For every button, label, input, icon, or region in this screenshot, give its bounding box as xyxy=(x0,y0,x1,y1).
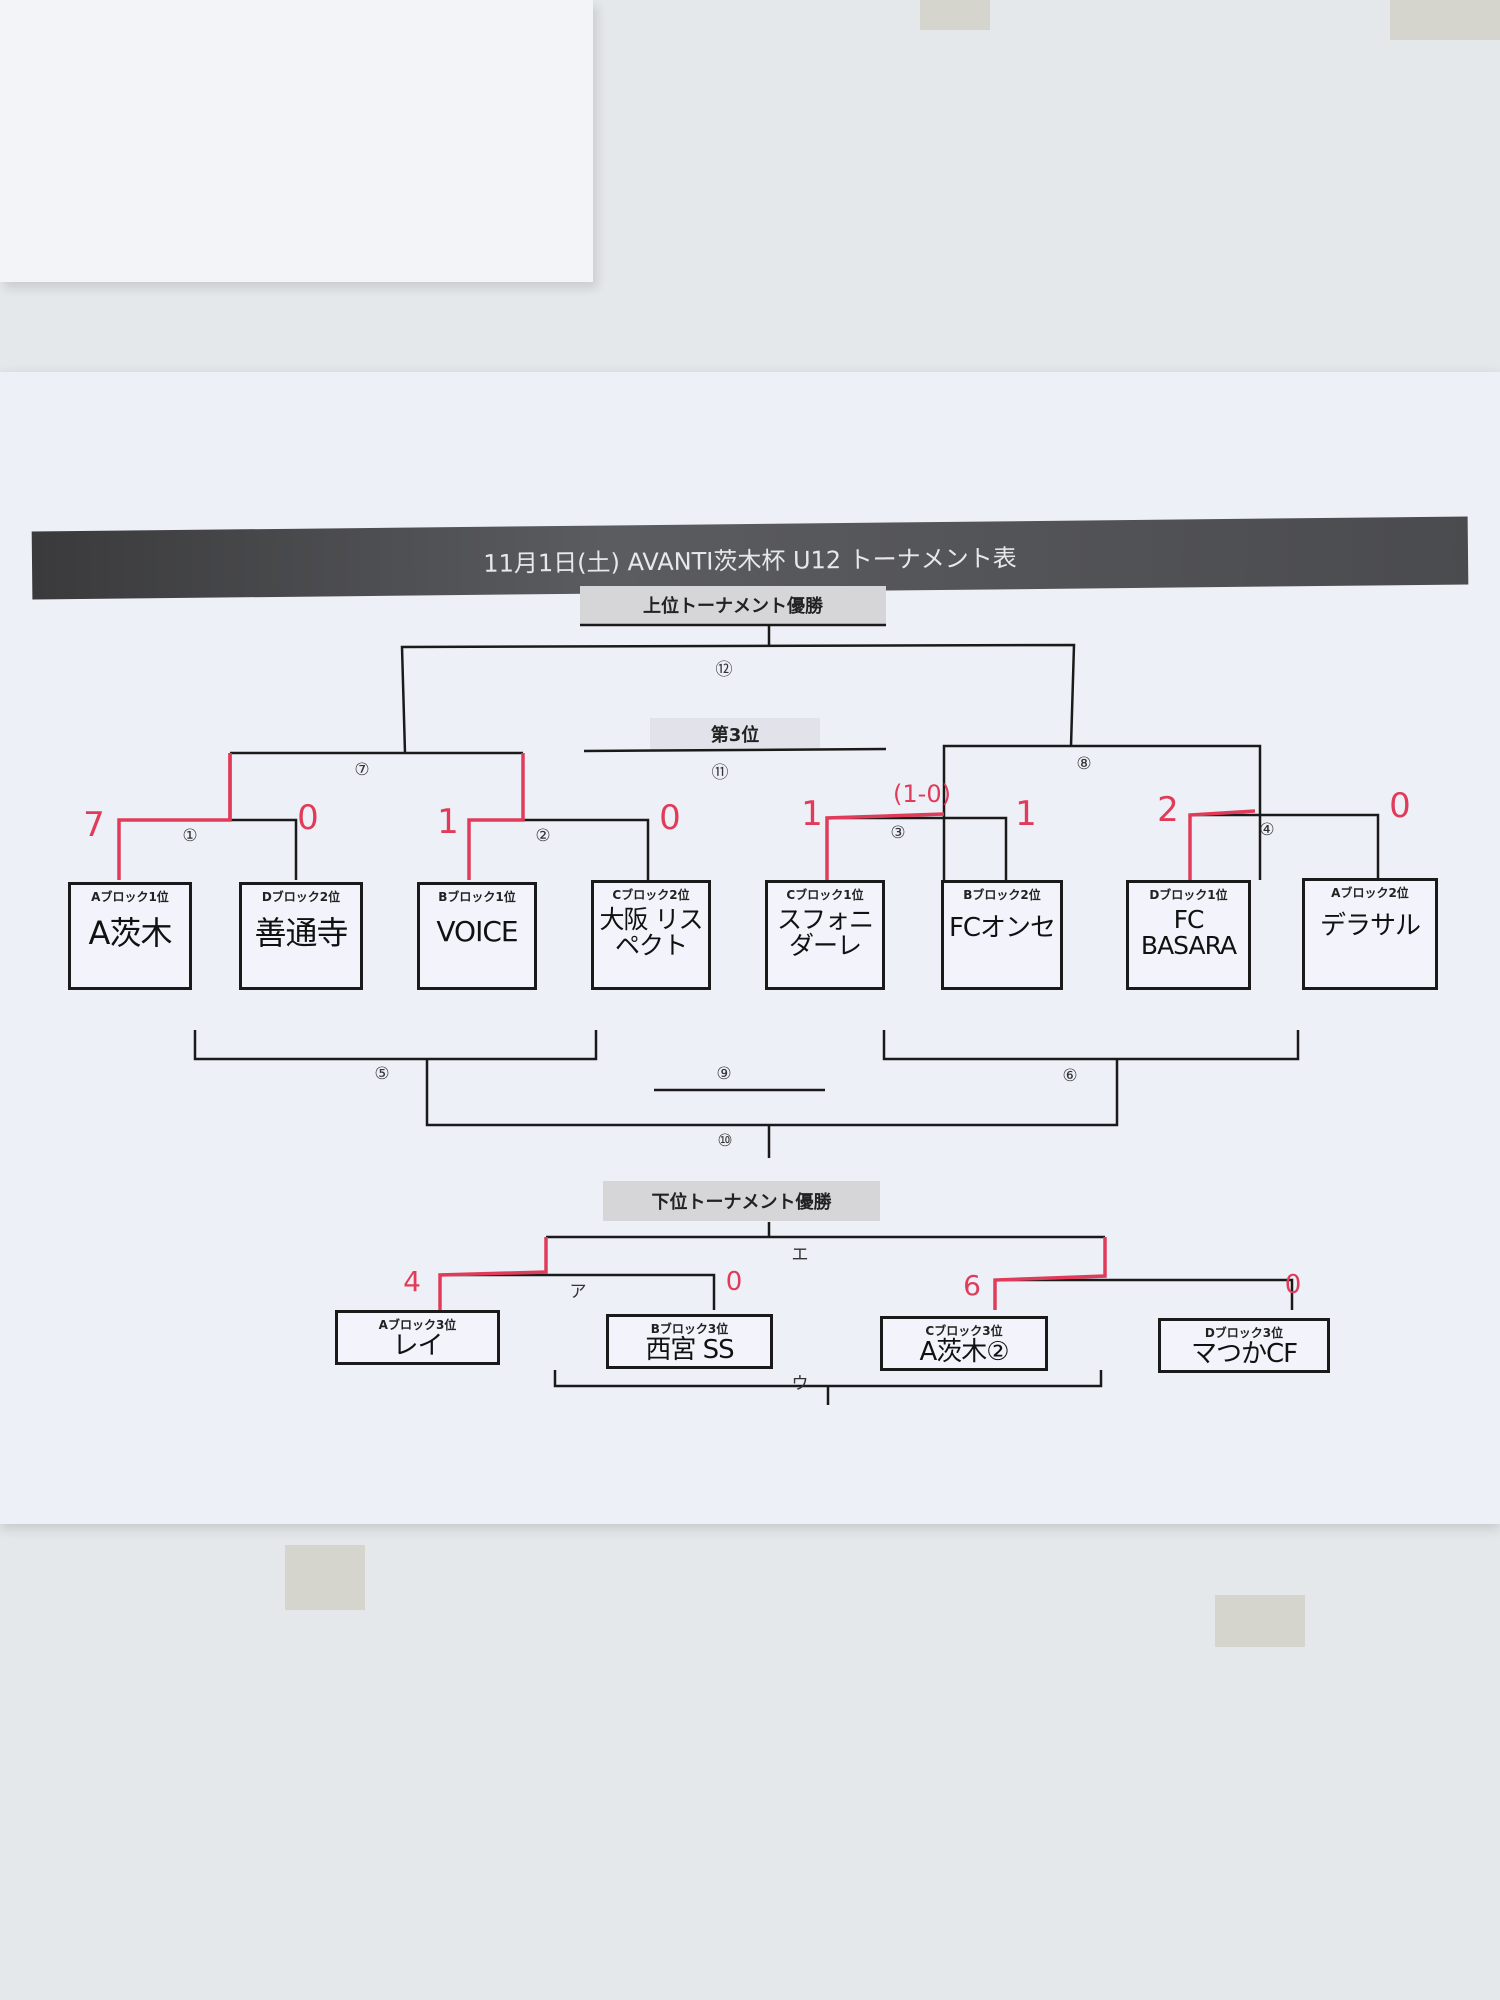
score: 2 xyxy=(1157,790,1179,830)
match-number: ⑧ xyxy=(1076,754,1092,774)
block-rank: Aブロック1位 xyxy=(91,890,169,904)
team-name: A茨木② xyxy=(919,1337,1009,1367)
score: 6 xyxy=(963,1269,981,1302)
team-name: FC BASARA xyxy=(1140,905,1237,961)
team-box: Bブロック1位 VOICE xyxy=(417,882,537,990)
team-box: Dブロック3位マつかCF xyxy=(1158,1318,1330,1373)
team-name: スフォニ ダーレ xyxy=(776,905,874,961)
block-rank: Cブロック1位 xyxy=(786,888,864,902)
pk-score: (1-0) xyxy=(893,780,951,808)
team-name: 西宮 SS xyxy=(645,1335,734,1365)
lower-winner-label: 下位トーナメント優勝 xyxy=(603,1181,880,1221)
team-name: レイ xyxy=(392,1331,443,1361)
team-box: Dブロック1位 FC BASARA xyxy=(1126,880,1251,990)
winner-path xyxy=(117,753,1256,1310)
block-rank: Cブロック3位 xyxy=(925,1324,1003,1338)
block-rank: Bブロック1位 xyxy=(438,890,516,904)
background-sheet xyxy=(0,0,593,282)
score: 7 xyxy=(83,805,105,845)
match-number: ③ xyxy=(890,823,906,843)
team-name: 善通寺 xyxy=(254,914,348,952)
match-number: ④ xyxy=(1259,820,1275,840)
score: 0 xyxy=(1284,1270,1302,1300)
upper-winner-label: 上位トーナメント優勝 xyxy=(580,586,886,624)
third-place-label: 第3位 xyxy=(650,718,820,750)
score: 0 xyxy=(659,798,681,838)
match-number: ⑩ xyxy=(717,1131,733,1151)
score: 0 xyxy=(1389,786,1411,826)
tape xyxy=(1215,1595,1305,1647)
team-name: VOICE xyxy=(436,915,518,948)
tape xyxy=(1390,0,1500,40)
team-box: Cブロック2位大阪 リスペクト xyxy=(591,880,711,990)
team-box: Cブロック1位スフォニ ダーレ xyxy=(765,880,885,990)
team-name: FCオンセ xyxy=(948,913,1056,943)
match-label: エ xyxy=(791,1245,809,1265)
team-box: Aブロック1位 A茨木 xyxy=(68,882,192,990)
team-box: Aブロック2位デラサル xyxy=(1302,878,1438,990)
match-number: ⑦ xyxy=(354,760,370,780)
block-rank: Cブロック2位 xyxy=(612,888,690,902)
score: 0 xyxy=(297,798,319,838)
block-rank: Bブロック2位 xyxy=(963,888,1041,902)
score: 1 xyxy=(801,794,823,834)
team-box: Bブロック3位西宮 SS xyxy=(606,1314,773,1369)
tape xyxy=(285,1545,365,1610)
block-rank: Dブロック2位 xyxy=(261,890,341,904)
team-name: 大阪 リスペクト xyxy=(599,905,704,961)
match-label: ア xyxy=(569,1282,587,1302)
score: 1 xyxy=(437,802,459,842)
match-number: ⑥ xyxy=(1062,1066,1078,1086)
block-rank: Bブロック3位 xyxy=(650,1322,729,1336)
score: 0 xyxy=(725,1267,743,1297)
score: 4 xyxy=(403,1265,421,1298)
team-name: デラサル xyxy=(1319,911,1421,941)
match-number: ① xyxy=(182,826,198,846)
score: 1 xyxy=(1015,794,1037,834)
match-number: ⑪ xyxy=(711,763,729,783)
match-label: ウ xyxy=(791,1374,809,1394)
team-name: マつかCF xyxy=(1190,1339,1298,1369)
match-number: ⑨ xyxy=(716,1064,732,1084)
team-box: Aブロック3位レイ xyxy=(335,1310,500,1365)
match-number: ② xyxy=(535,826,551,846)
team-box: Dブロック2位善通寺 xyxy=(239,882,363,990)
team-box: Bブロック2位 FCオンセ xyxy=(941,880,1063,990)
match-number: ⑤ xyxy=(374,1064,390,1084)
match-number: ⑫ xyxy=(715,660,733,680)
tape xyxy=(920,0,990,30)
team-name: A茨木 xyxy=(88,914,173,952)
block-rank: Dブロック1位 xyxy=(1149,888,1228,902)
block-rank: Aブロック3位 xyxy=(378,1318,457,1332)
block-rank: Dブロック3位 xyxy=(1204,1326,1284,1340)
block-rank: Aブロック2位 xyxy=(1331,886,1409,900)
